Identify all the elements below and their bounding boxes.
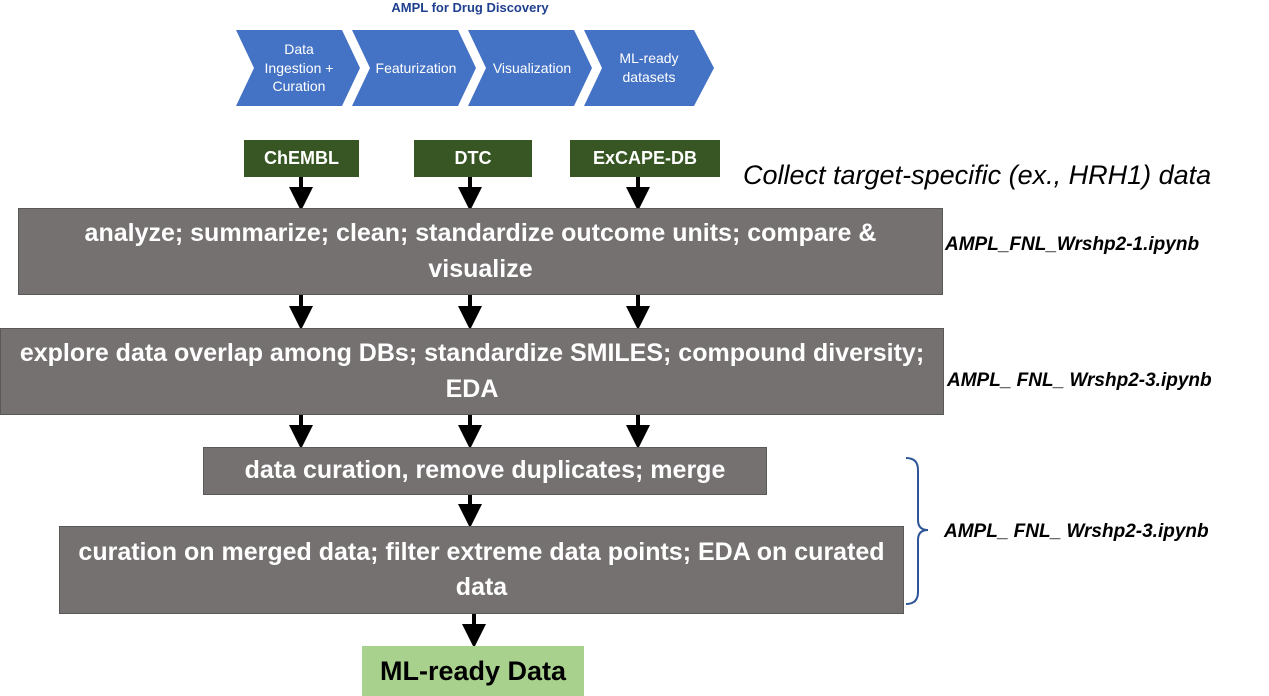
chevron-label-4: ML-ready datasets bbox=[619, 50, 679, 85]
chevron-stage-2 bbox=[352, 30, 476, 106]
chevron-label-1: Data Ingestion + Curation bbox=[264, 40, 334, 95]
source-dtc: DTC bbox=[414, 140, 532, 177]
notebook-step1: AMPL_FNL_Wrshp2-1.ipynb bbox=[945, 234, 1200, 255]
collect-label: Collect target-specific (ex., HRH1) data bbox=[743, 160, 1212, 190]
chevron-label-3: Visualization bbox=[492, 59, 572, 76]
notebook-step2: AMPL_ FNL_ Wrshp2-3.ipynb bbox=[947, 370, 1212, 391]
source-chembl: ChEMBL bbox=[244, 140, 359, 177]
step-curation: data curation, remove duplicates; merge bbox=[203, 447, 767, 495]
right-brace bbox=[905, 457, 929, 605]
chevron-stage-1 bbox=[236, 30, 360, 106]
pipeline-title: AMPL for Drug Discovery bbox=[391, 0, 549, 15]
notebook-bracket: AMPL_ FNL_ Wrshp2-3.ipynb bbox=[944, 521, 1209, 542]
chevron-label-2: Featurization bbox=[375, 59, 457, 76]
step-explore: explore data overlap among DBs; standard… bbox=[0, 328, 944, 415]
step-merged-curation: curation on merged data; filter extreme … bbox=[59, 526, 904, 614]
chevron-stage-3 bbox=[468, 30, 592, 106]
step-analyze: analyze; summarize; clean; standardize o… bbox=[18, 208, 943, 295]
source-excape-db: ExCAPE-DB bbox=[570, 140, 720, 177]
ml-ready-data: ML-ready Data bbox=[362, 646, 584, 696]
chevron-stage-4 bbox=[584, 30, 714, 106]
